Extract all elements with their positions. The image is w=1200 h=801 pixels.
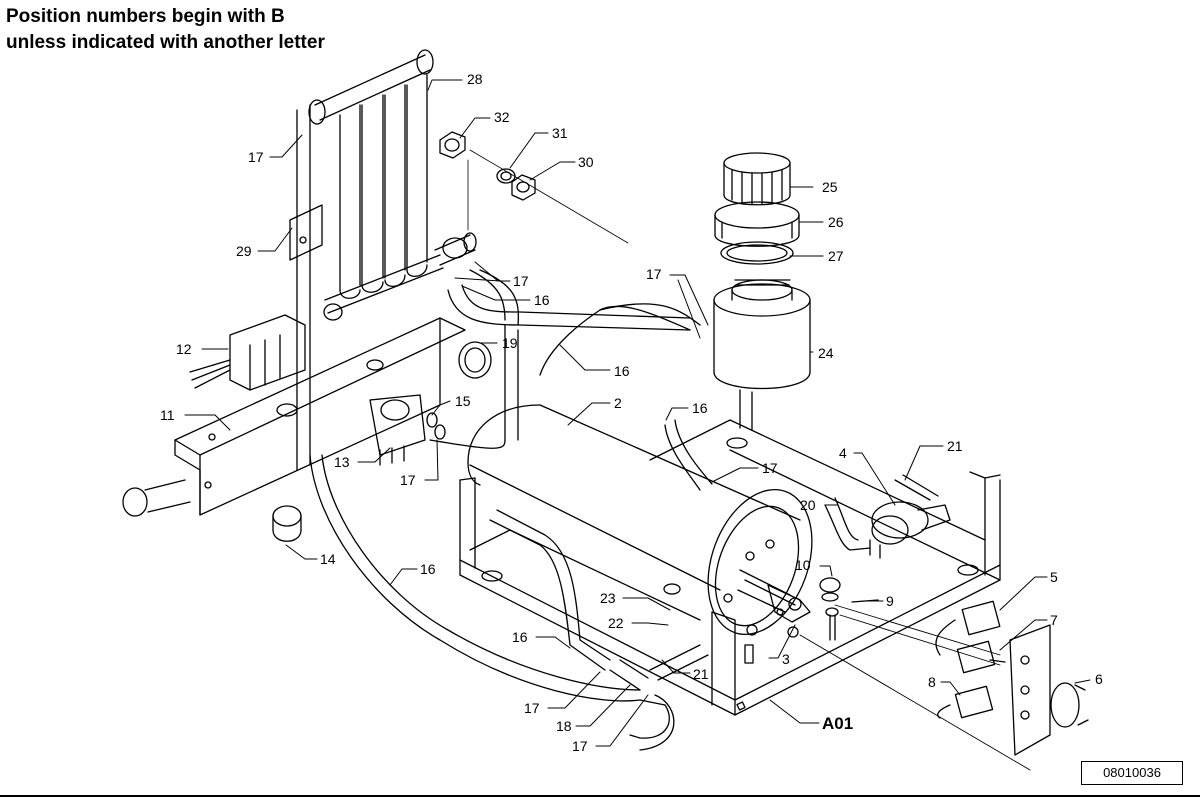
thermostats-and-panel (799, 600, 1089, 771)
callout-17-filter: 17 (248, 149, 264, 165)
callout-10: 10 (795, 557, 811, 573)
callout-26: 26 (828, 214, 844, 230)
small-fittings (819, 577, 879, 641)
callout-29: 29 (236, 243, 252, 259)
callout-31: 31 (552, 125, 568, 141)
callout-17-lower-left: 17 (524, 700, 540, 716)
callout-32: 32 (494, 109, 510, 125)
hose-fittings (439, 131, 629, 244)
header-note-line-1: Position numbers begin with B (6, 6, 285, 27)
callout-4: 4 (839, 445, 847, 461)
callout-6: 6 (1095, 671, 1103, 687)
bracket-and-valve (122, 317, 492, 542)
boiler-tank (467, 404, 813, 636)
callout-18: 18 (556, 718, 572, 734)
callout-21-bottom: 21 (693, 666, 709, 682)
callout-21-top: 21 (947, 438, 963, 454)
callout-22: 22 (608, 615, 624, 631)
heating-element-flange (744, 584, 811, 664)
callout-17-valve: 17 (400, 472, 416, 488)
callout-16-lower: 16 (512, 629, 528, 645)
base-frame (459, 419, 1001, 716)
callout-16-boiler: 16 (692, 400, 708, 416)
callout-24: 24 (818, 345, 834, 361)
drawing-number-box: 08010036 (1081, 761, 1183, 785)
callout-17-tee: 17 (513, 273, 529, 289)
callout-23: 23 (600, 590, 616, 606)
callout-30: 30 (578, 154, 594, 170)
callout-labels: 28 32 31 30 25 26 27 24 17 29 17 16 17 1… (160, 71, 1103, 754)
callout-17-boiler: 17 (762, 460, 778, 476)
callout-16-long: 16 (420, 561, 436, 577)
pump-assembly (824, 474, 951, 559)
callout-15: 15 (455, 393, 471, 409)
callout-7: 7 (1050, 612, 1058, 628)
callout-28: 28 (467, 71, 483, 87)
callout-20: 20 (800, 497, 816, 513)
water-filter-cartridges (289, 49, 477, 471)
callout-16-middle: 16 (614, 363, 630, 379)
callout-25: 25 (822, 179, 838, 195)
callout-19: 19 (502, 335, 518, 351)
callout-8: 8 (928, 674, 936, 690)
bottom-divider (0, 795, 1200, 797)
callout-2: 2 (614, 395, 622, 411)
callout-12: 12 (176, 341, 192, 357)
leader-lines (184, 79, 1091, 747)
callout-11: 11 (160, 407, 175, 423)
hoses (309, 269, 713, 751)
header-note-line-2: unless indicated with another letter (6, 32, 325, 53)
callout-17-lower: 17 (572, 738, 588, 754)
callout-14: 14 (320, 551, 336, 567)
callout-13: 13 (334, 454, 350, 470)
callout-27: 27 (828, 248, 844, 264)
callout-16-upper: 16 (534, 292, 550, 308)
callout-3: 3 (782, 651, 790, 667)
callout-9: 9 (886, 593, 894, 609)
callout-5: 5 (1050, 569, 1058, 585)
callout-a01: A01 (822, 714, 853, 733)
callout-17-vessel: 17 (646, 266, 662, 282)
pressure-switch (189, 314, 306, 391)
expansion-vessel (713, 152, 811, 431)
